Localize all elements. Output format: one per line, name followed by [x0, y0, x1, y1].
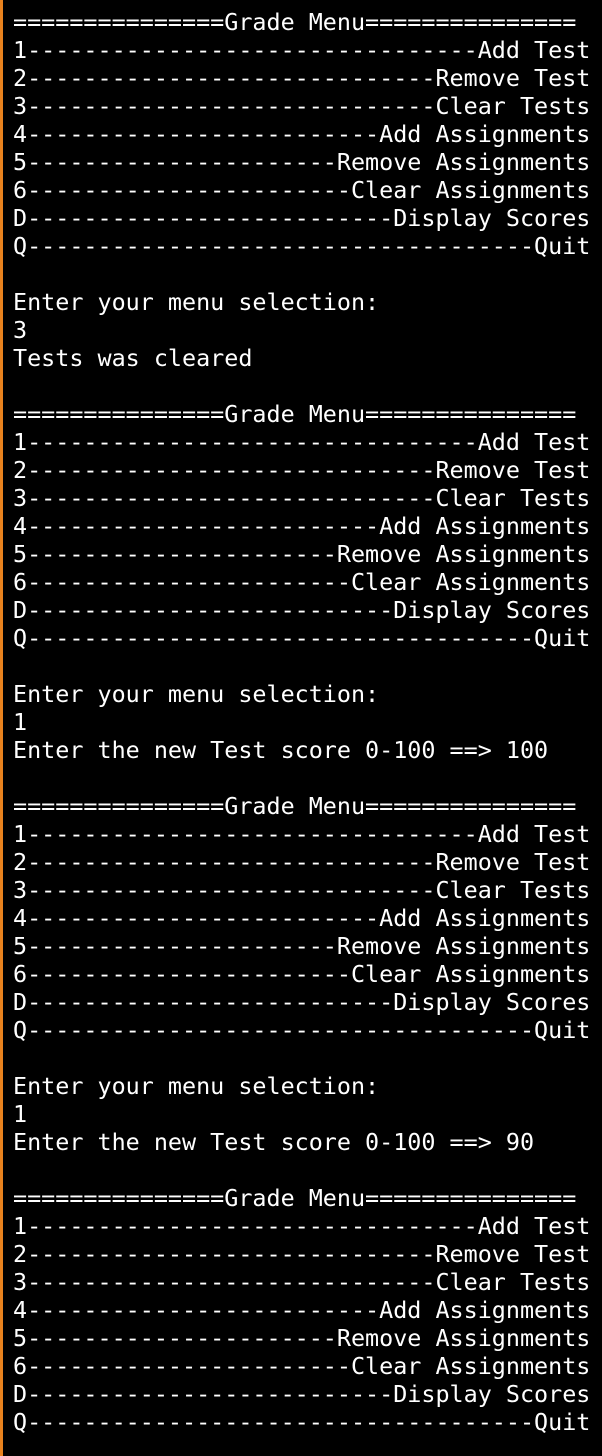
menu-option: Q------------------------------------Qui… [13, 1016, 591, 1044]
menu-option: 4-------------------------Add Assignment… [13, 1296, 591, 1324]
blank-line [13, 372, 590, 400]
blank-line [13, 1156, 590, 1184]
blank-line [13, 652, 590, 680]
menu-option: 4-------------------------Add Assignment… [13, 512, 591, 540]
menu-option: Q------------------------------------Qui… [13, 1408, 591, 1436]
selection-prompt: Enter your menu selection: [13, 288, 380, 316]
menu-option: D--------------------------Display Score… [13, 1380, 591, 1408]
menu-option: D--------------------------Display Score… [13, 204, 591, 232]
menu-option: Q------------------------------------Qui… [13, 232, 591, 260]
selection-prompt: Enter your menu selection: [13, 1072, 380, 1100]
menu-option: 3-----------------------------Clear Test… [13, 1268, 591, 1296]
menu-title: ===============Grade Menu=============== [13, 792, 577, 820]
score-prompt: Enter the new Test score 0-100 ==> 100 [13, 736, 549, 764]
menu-option: 6-----------------------Clear Assignment… [13, 960, 591, 988]
menu-option: 5----------------------Remove Assignment… [13, 932, 591, 960]
menu-option: Q------------------------------------Qui… [13, 624, 591, 652]
menu-option: 6-----------------------Clear Assignment… [13, 568, 591, 596]
menu-option: D--------------------------Display Score… [13, 596, 591, 624]
menu-option: 6-----------------------Clear Assignment… [13, 1352, 591, 1380]
score-prompt: Enter the new Test score 0-100 ==> 90 [13, 1128, 535, 1156]
status-message: Tests was cleared [13, 344, 253, 372]
blank-line [13, 764, 590, 792]
menu-title: ===============Grade Menu=============== [13, 1184, 577, 1212]
menu-option: 1--------------------------------Add Tes… [13, 36, 591, 64]
window-edge-accent [0, 0, 3, 1456]
menu-option: 1--------------------------------Add Tes… [13, 820, 591, 848]
menu-option: 5----------------------Remove Assignment… [13, 540, 591, 568]
menu-option: 1--------------------------------Add Tes… [13, 428, 591, 456]
menu-title: ===============Grade Menu=============== [13, 8, 577, 36]
menu-option: 4-------------------------Add Assignment… [13, 904, 591, 932]
menu-option: 2-----------------------------Remove Tes… [13, 64, 591, 92]
menu-option: 2-----------------------------Remove Tes… [13, 848, 591, 876]
menu-option: 3-----------------------------Clear Test… [13, 876, 591, 904]
menu-option: 6-----------------------Clear Assignment… [13, 176, 591, 204]
terminal-output: ===============Grade Menu===============… [13, 8, 590, 1436]
menu-option: 1--------------------------------Add Tes… [13, 1212, 591, 1240]
user-input: 3 [13, 316, 28, 344]
menu-option: D--------------------------Display Score… [13, 988, 591, 1016]
menu-title: ===============Grade Menu=============== [13, 400, 577, 428]
user-input: 1 [13, 1100, 28, 1128]
blank-line [13, 1044, 590, 1072]
menu-option: 3-----------------------------Clear Test… [13, 92, 591, 120]
user-input: 1 [13, 708, 28, 736]
menu-option: 2-----------------------------Remove Tes… [13, 456, 591, 484]
menu-option: 5----------------------Remove Assignment… [13, 1324, 591, 1352]
menu-option: 2-----------------------------Remove Tes… [13, 1240, 591, 1268]
menu-option: 4-------------------------Add Assignment… [13, 120, 591, 148]
menu-option: 5----------------------Remove Assignment… [13, 148, 591, 176]
blank-line [13, 260, 590, 288]
menu-option: 3-----------------------------Clear Test… [13, 484, 591, 512]
selection-prompt: Enter your menu selection: [13, 680, 380, 708]
